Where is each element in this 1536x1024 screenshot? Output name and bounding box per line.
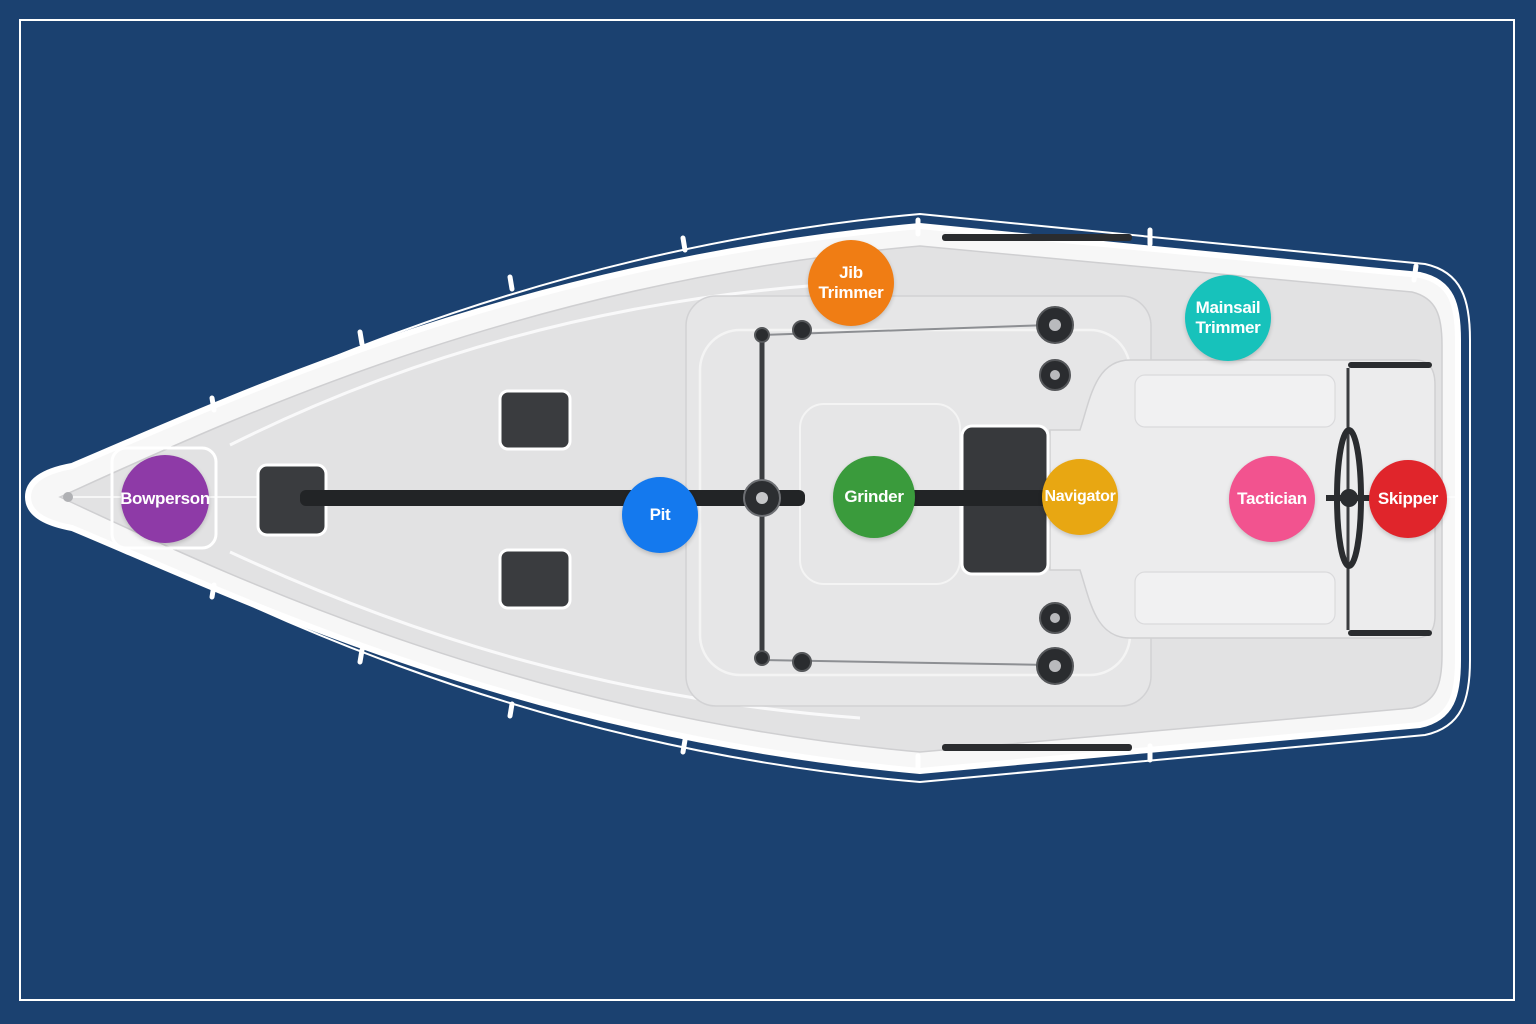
traveler-starboard xyxy=(1348,630,1432,636)
genoa-track-port xyxy=(942,234,1132,241)
spreader-track xyxy=(300,490,805,506)
genoa-track-starboard xyxy=(942,744,1132,751)
role-tactician[interactable]: Tactician xyxy=(1229,456,1315,542)
lifeline xyxy=(37,212,1471,784)
hatch-port xyxy=(498,389,572,451)
role-mainsail-trimmer[interactable]: Mainsail Trimmer xyxy=(1185,275,1271,361)
hatch-starboard xyxy=(498,548,572,610)
boom xyxy=(905,490,1050,506)
role-bowperson[interactable]: Bowperson xyxy=(120,455,210,543)
role-navigator[interactable]: Navigator xyxy=(1042,459,1118,535)
role-grinder[interactable]: Grinder xyxy=(833,456,915,538)
role-jib-trimmer[interactable]: Jib Trimmer xyxy=(808,240,894,326)
role-pit[interactable]: Pit xyxy=(622,477,698,553)
bow-pulpit xyxy=(110,446,218,550)
role-skipper[interactable]: Skipper xyxy=(1369,460,1447,538)
traveler-port xyxy=(1348,362,1432,368)
